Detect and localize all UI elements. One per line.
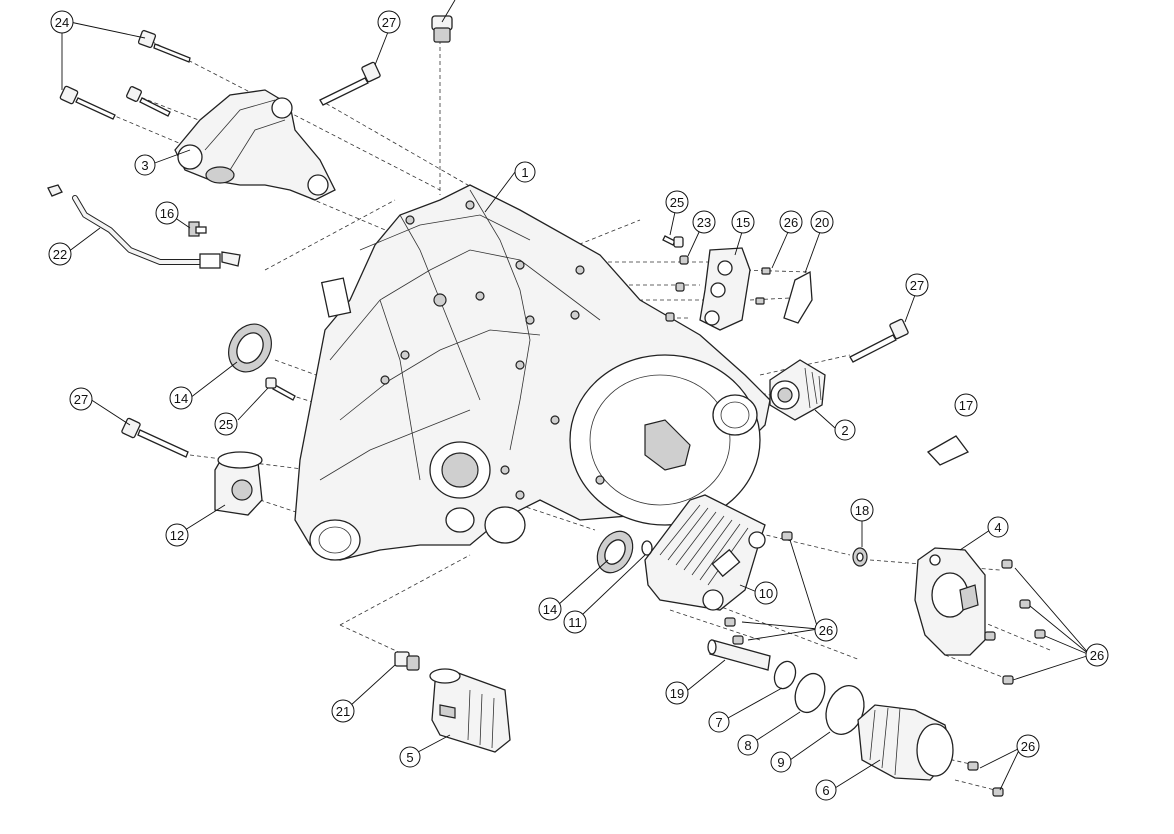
- svg-text:11: 11: [568, 615, 582, 630]
- bearing-assembly: [769, 359, 826, 421]
- callout-8: 8: [737, 734, 759, 756]
- svg-text:26: 26: [819, 623, 833, 638]
- svg-text:27: 27: [382, 15, 396, 30]
- svg-text:16: 16: [160, 206, 174, 221]
- callout-15: 15: [731, 210, 755, 234]
- svg-text:14: 14: [543, 602, 557, 617]
- callout-26-filter: 26: [1016, 734, 1040, 758]
- leader-lines: [61, 0, 1091, 791]
- mount-bracket: [174, 89, 336, 201]
- callout-27-top: 27: [377, 10, 401, 34]
- breather-valve: [188, 221, 207, 237]
- callout-2: 2: [834, 419, 856, 441]
- callout-18: 18: [850, 498, 874, 522]
- callout-14-left: 14: [169, 386, 193, 410]
- callout-22: 22: [48, 242, 72, 266]
- shaft-seal-lower: [596, 530, 653, 574]
- callouts: 1 2 3 4 5 6 7 8 9 10 11 12 14 14 15 16 1…: [48, 10, 1109, 801]
- callout-11: 11: [563, 610, 587, 634]
- callout-20: 20: [810, 210, 834, 234]
- filter-fitting: [394, 651, 420, 671]
- callout-4: 4: [987, 516, 1009, 538]
- svg-text:26: 26: [784, 215, 798, 230]
- svg-text:27: 27: [910, 278, 924, 293]
- svg-text:5: 5: [406, 750, 413, 765]
- callout-21: 21: [331, 699, 355, 723]
- svg-text:26: 26: [1090, 648, 1104, 663]
- mount-bushing: [214, 451, 263, 516]
- svg-text:9: 9: [777, 755, 784, 770]
- svg-text:7: 7: [715, 715, 722, 730]
- callout-19: 19: [665, 681, 689, 705]
- svg-text:18: 18: [855, 503, 869, 518]
- svg-text:6: 6: [822, 783, 829, 798]
- oil-cooler: [644, 494, 766, 611]
- callout-26-cooler: 26: [814, 618, 838, 642]
- callout-5: 5: [399, 746, 421, 768]
- callout-1: 1: [514, 161, 536, 183]
- svg-text:25: 25: [219, 417, 233, 432]
- svg-text:20: 20: [815, 215, 829, 230]
- callout-23: 23: [692, 210, 716, 234]
- filter-tube: [707, 639, 771, 671]
- svg-text:8: 8: [744, 738, 751, 753]
- callout-27-left: 27: [69, 387, 93, 411]
- svg-text:10: 10: [759, 586, 773, 601]
- callout-7: 7: [708, 711, 730, 733]
- filter-o-rings: [773, 660, 865, 735]
- callout-16: 16: [155, 201, 179, 225]
- callout-6: 6: [815, 779, 837, 801]
- callout-17: 17: [954, 393, 978, 417]
- top-plug: [431, 15, 453, 43]
- svg-text:19: 19: [670, 686, 684, 701]
- small-seal: [852, 547, 868, 567]
- callout-26-top: 26: [779, 210, 803, 234]
- svg-text:22: 22: [53, 247, 67, 262]
- callout-12: 12: [165, 523, 189, 547]
- main-transmission-housing: [294, 184, 771, 561]
- callout-10: 10: [754, 581, 778, 605]
- svg-text:17: 17: [959, 398, 973, 413]
- filter-housing: [857, 704, 954, 781]
- svg-text:3: 3: [141, 158, 148, 173]
- callout-26-cover: 26: [1085, 643, 1109, 667]
- small-bolts-26: [724, 531, 1046, 797]
- oil-filter: [429, 668, 511, 753]
- svg-text:25: 25: [670, 195, 684, 210]
- shaft-seal-left: [228, 323, 272, 373]
- callout-9: 9: [770, 751, 792, 773]
- svg-text:1: 1: [521, 165, 528, 180]
- svg-text:15: 15: [736, 215, 750, 230]
- gasket-sheet: [926, 435, 970, 466]
- housing-bolts: [59, 29, 909, 458]
- callout-24: 24: [50, 10, 74, 34]
- callout-14-lower: 14: [538, 597, 562, 621]
- callout-25-left: 25: [214, 412, 238, 436]
- cooler-fittings: [665, 247, 813, 331]
- side-cover: [914, 547, 986, 656]
- svg-text:4: 4: [994, 520, 1001, 535]
- svg-text:24: 24: [55, 15, 69, 30]
- svg-text:2: 2: [841, 423, 848, 438]
- breather-hose: [47, 184, 241, 269]
- svg-text:26: 26: [1021, 739, 1035, 754]
- svg-text:23: 23: [697, 215, 711, 230]
- svg-text:14: 14: [174, 391, 188, 406]
- svg-text:27: 27: [74, 392, 88, 407]
- callout-25-top: 25: [665, 190, 689, 214]
- svg-text:12: 12: [170, 528, 184, 543]
- svg-text:21: 21: [336, 704, 350, 719]
- callout-3: 3: [134, 154, 156, 176]
- callout-27-right: 27: [905, 273, 929, 297]
